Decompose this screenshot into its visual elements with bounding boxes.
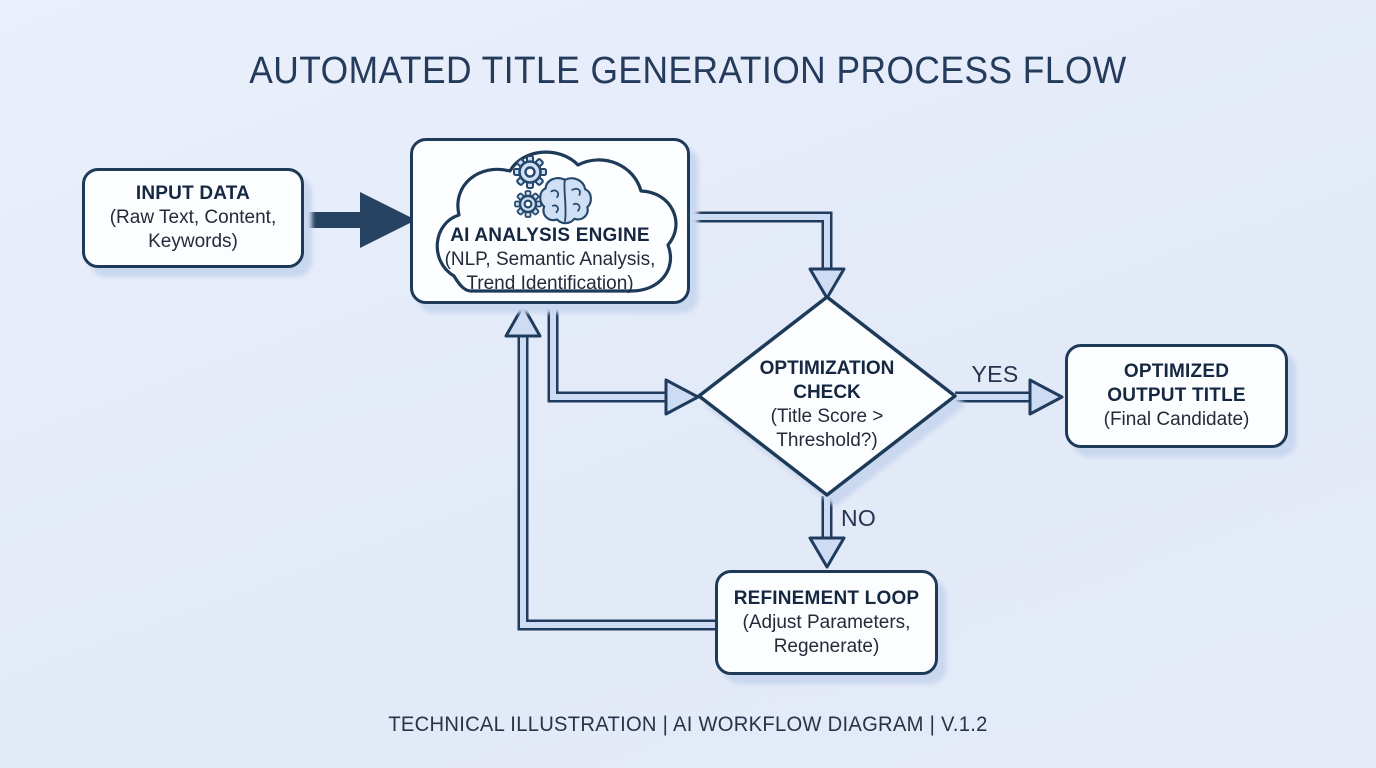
connector-refinement-to-engine (504, 304, 716, 631)
output-node-line1: (Final Candidate) (1103, 409, 1250, 430)
input-node-line2: Keywords) (148, 231, 238, 252)
engine-node: AI ANALYSIS ENGINE (NLP, Semantic Analys… (410, 138, 690, 304)
decision-node-title-line2: CHECK (793, 382, 861, 403)
page-title: AUTOMATED TITLE GENERATION PROCESS FLOW (249, 50, 1127, 92)
decision-node-line2: Threshold?) (776, 430, 878, 451)
decision-node-title-line1: OPTIMIZATION (759, 358, 895, 379)
input-node-line1: (Raw Text, Content, (109, 207, 277, 228)
engine-node-line1: (NLP, Semantic Analysis, (444, 249, 656, 270)
connector-decision-to-refinement (808, 496, 846, 569)
decision-node-line1: (Title Score > (770, 406, 884, 427)
arrow-input-to-engine-icon (304, 192, 416, 248)
decision-node: OPTIMIZATION CHECK (Title Score > Thresh… (732, 357, 922, 453)
decision-node-shape (697, 295, 957, 497)
output-node-title-line1: OPTIMIZED (1123, 361, 1230, 382)
footer-caption: TECHNICAL ILLUSTRATION | AI WORKFLOW DIA… (388, 713, 988, 736)
gear-icon (513, 155, 547, 189)
refinement-node-title: REFINEMENT LOOP (733, 587, 920, 609)
connector-decision-to-output (955, 378, 1064, 416)
brain-icon (539, 177, 592, 225)
engine-node-line2: Trend Identification) (466, 273, 634, 294)
input-node: INPUT DATA (Raw Text, Content, Keywords) (82, 168, 304, 268)
input-node-title: INPUT DATA (135, 183, 251, 204)
refinement-node-line2: Regenerate) (773, 635, 880, 657)
connector-engine-to-decision-left (547, 304, 700, 416)
cloud-icon (435, 150, 678, 293)
output-node: OPTIMIZED OUTPUT TITLE (Final Candidate) (1065, 344, 1288, 448)
no-label: NO (841, 505, 877, 531)
refinement-node: REFINEMENT LOOP (Adjust Parameters, Rege… (715, 570, 938, 675)
connector-engine-to-decision-top (690, 211, 846, 300)
yes-label: YES (971, 361, 1019, 387)
gear-small-icon (514, 190, 542, 218)
engine-icon-cluster (513, 155, 592, 225)
output-node-title-line2: OUTPUT TITLE (1107, 385, 1246, 406)
engine-node-title: AI ANALYSIS ENGINE (450, 225, 650, 246)
refinement-node-line1: (Adjust Parameters, (742, 611, 911, 633)
